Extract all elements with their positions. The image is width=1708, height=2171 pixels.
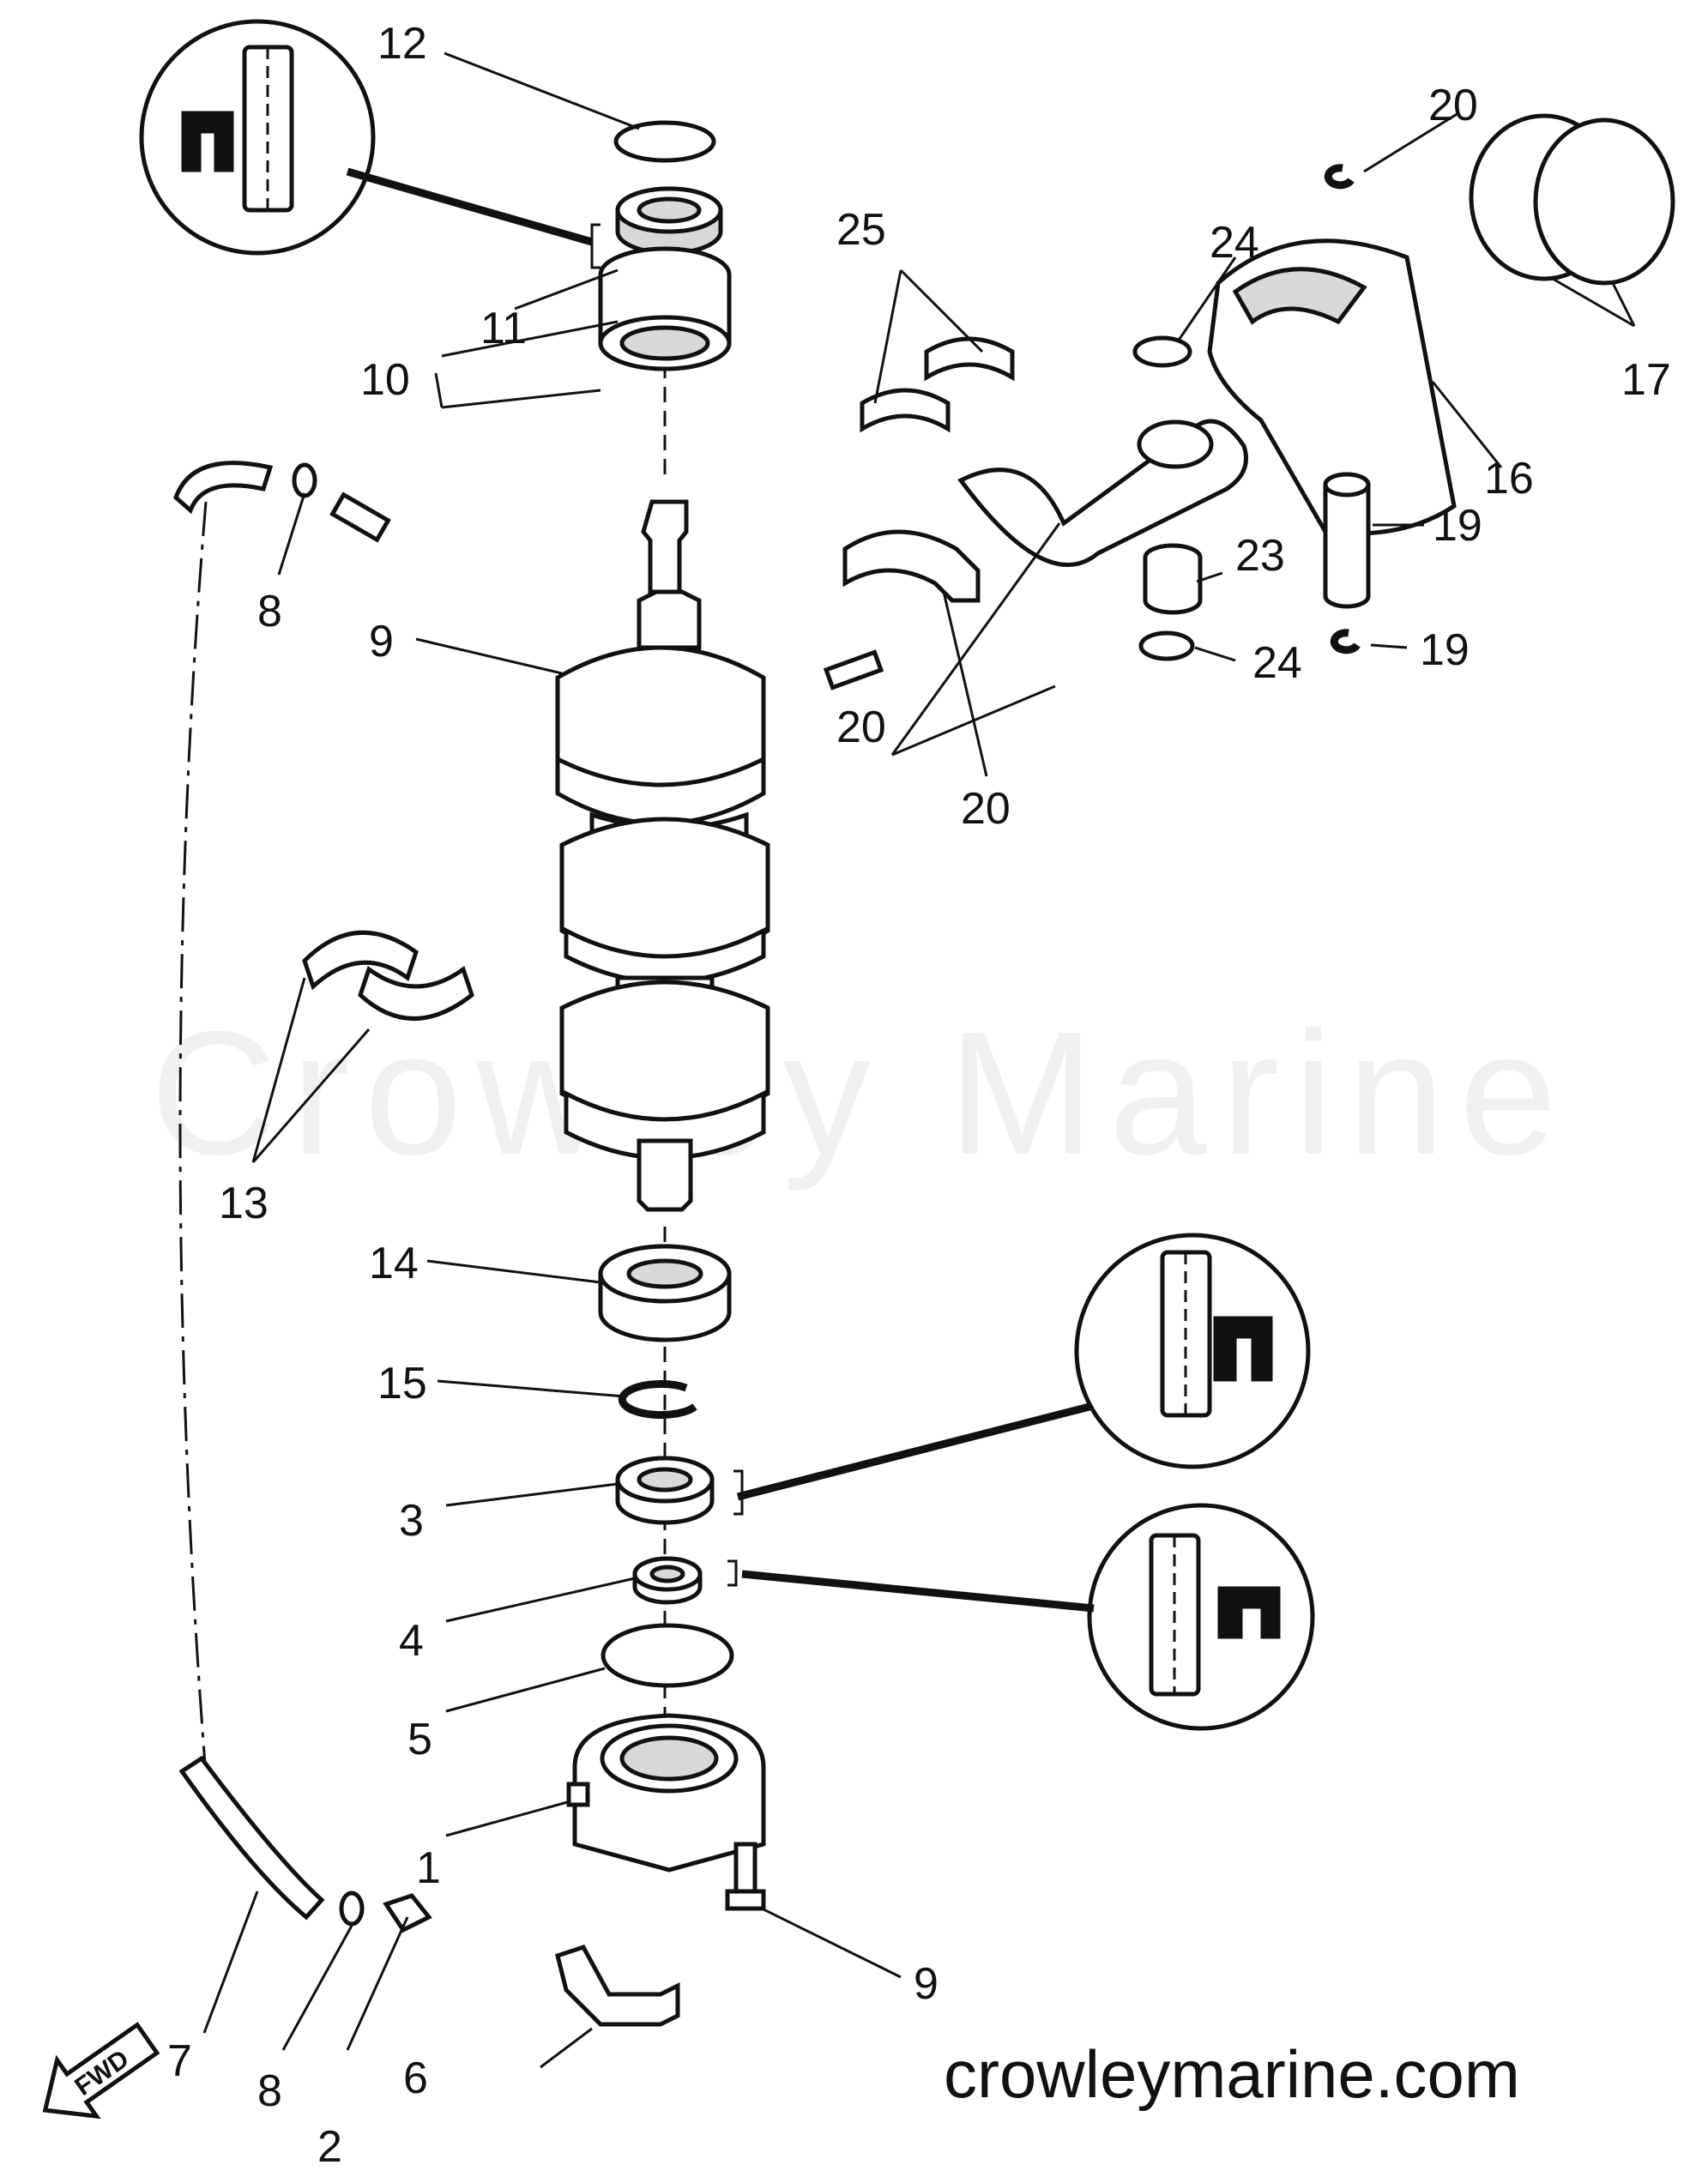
- callout-16: 15: [377, 1359, 427, 1408]
- part-5-o-ring: [601, 1623, 734, 1688]
- part-14-bearing-halves: [302, 930, 474, 1021]
- callout-10: 9: [369, 617, 394, 666]
- fwd-arrow-icon: FWD: [42, 2022, 160, 2120]
- site-url: crowleymarine.com: [944, 2036, 1520, 2112]
- callout-8-upper: 8: [257, 587, 282, 636]
- part-10-crankshaft: [555, 499, 770, 1212]
- part-19-piston-pin: [1323, 472, 1371, 609]
- part-8-clamp-lower: [339, 1891, 365, 1927]
- part-12-oil-seal: [590, 186, 723, 269]
- part-11-needle-bearing: [598, 246, 732, 371]
- detail-magnifier-icon: [139, 19, 594, 256]
- part-24-washer-upper: [1132, 335, 1192, 368]
- callout-13: 12: [377, 19, 427, 69]
- part-8-fitting: [329, 491, 391, 543]
- callout-labels: 12 11 10 8 9 13 14 15 3 4 5 1 9 7 6 8 2 …: [167, 19, 1671, 2171]
- callout-23: 23: [1235, 531, 1285, 581]
- callout-20-lower: 19: [1420, 625, 1470, 675]
- callout-8-lower: 8: [257, 2066, 282, 2116]
- part-3-oil-seal: [615, 1456, 744, 1525]
- callout-9: 9: [914, 1959, 938, 2009]
- callout-3: 3: [399, 1496, 424, 1546]
- callout-11: 10: [360, 355, 410, 405]
- callout-4: 4: [399, 1616, 424, 1666]
- part-23-needle-bearing: [1143, 543, 1203, 615]
- part-16-circlip: [618, 1380, 697, 1420]
- callout-24-upper: 24: [1210, 218, 1259, 268]
- part-13-o-ring: [613, 120, 716, 163]
- detail-seal-4-view: [741, 1503, 1315, 1731]
- callout-19: 19: [1433, 501, 1482, 551]
- part-17-piston: [1207, 238, 1457, 536]
- callout-18: 17: [1621, 355, 1671, 405]
- callout-7: 7: [167, 2036, 192, 2086]
- part-22-bolt: [823, 649, 884, 690]
- callout-15: 14: [369, 1239, 419, 1288]
- callout-20-upper: 20: [1428, 81, 1478, 130]
- part-7-hose: [173, 461, 325, 1921]
- detail-seal-3-view: [736, 1233, 1311, 1501]
- part-4-oil-seal: [632, 1556, 738, 1605]
- part-24-washer-lower: [1138, 630, 1195, 661]
- part-8-clamp-upper: [292, 462, 317, 498]
- callout-12: 11: [480, 304, 527, 353]
- callout-24-lower: 24: [1252, 638, 1302, 688]
- part-15-ball-bearing: [598, 1244, 732, 1342]
- callout-2: 2: [317, 2122, 342, 2171]
- callout-21: 20: [961, 784, 1011, 834]
- part-20-clip-lower: [1330, 629, 1361, 654]
- watermark: Crowley Marine: [150, 995, 1557, 1191]
- callout-5: 5: [407, 1715, 432, 1764]
- leader-lines: [202, 51, 1636, 2069]
- callout-14: 13: [219, 1179, 269, 1228]
- part-20-clip-upper: [1324, 164, 1355, 190]
- part-9-bolt: [725, 1842, 766, 1911]
- callout-22: 20: [836, 703, 886, 752]
- part-1-lower-housing: [566, 1713, 766, 1872]
- callout-25: 25: [836, 205, 886, 255]
- part-6-bracket: [555, 1944, 680, 2027]
- callout-17: 16: [1484, 454, 1534, 504]
- callout-1: 1: [416, 1843, 441, 1893]
- part-2-fitting: [383, 1893, 432, 1933]
- part-21-cap: [842, 529, 981, 603]
- callout-6: 6: [403, 2053, 428, 2103]
- part-25-bearing: [860, 336, 1015, 433]
- part-18-piston-rings: [1469, 113, 1675, 286]
- connecting-rod: [957, 419, 1248, 568]
